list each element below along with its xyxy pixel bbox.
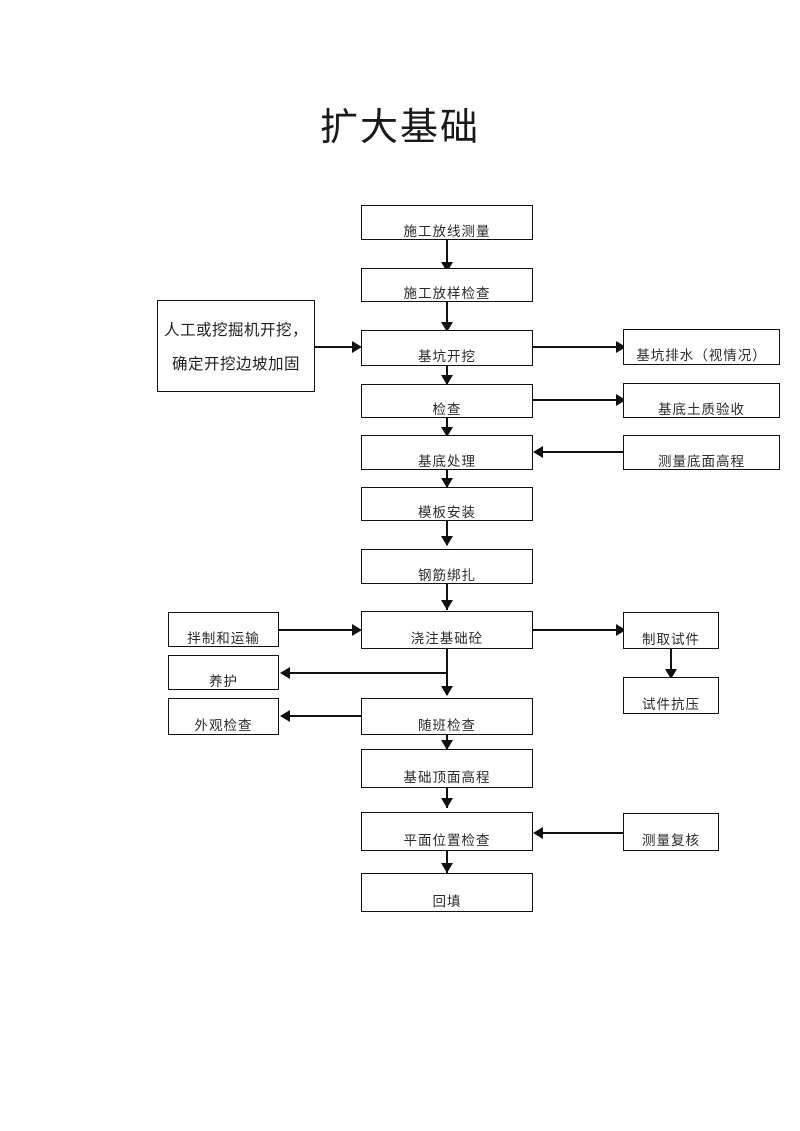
connector-n9-l3 [288,715,362,717]
node-label: 浇注基础砼 [410,631,484,647]
node-label: 平面位置检查 [403,832,491,849]
arrowhead-r3-n5 [533,446,543,458]
arrowhead-n8-l2 [280,667,290,679]
node-jikeng-kaiwa[interactable]: 基坑开挖 [361,330,533,366]
page-title: 扩大基础 [319,105,480,149]
node-label: 基础顶面高程 [403,769,491,786]
node-shigong-fangxian-celiang[interactable]: 施工放线测量 [361,205,533,240]
arrowhead-n9-l3 [280,710,290,722]
node-pingmian-weizhi-jiancha[interactable]: 平面位置检查 [361,812,533,851]
arrowhead-n4-n5 [441,427,453,437]
node-waiguan-jiancha[interactable]: 外观检查 [168,698,279,735]
node-label: 基底土质验收 [658,401,745,418]
node-label: 施工放样检查 [403,286,491,302]
node-label: 基坑排水（视情况） [636,348,767,364]
arrowhead-l1-n8 [352,624,362,636]
node-banzhi-he-yunshu[interactable]: 拌制和运输 [168,612,279,647]
connector-callout-n3 [315,346,360,348]
connector-n3-r1 [533,346,623,348]
node-jidi-tuzhi-yanshou[interactable]: 基底土质验收 [623,383,780,418]
node-label: 检查 [432,402,462,418]
arrowhead-n3-n4 [441,375,453,385]
node-suiban-jiancha[interactable]: 随班检查 [361,698,533,735]
node-label: 外观检查 [194,717,253,734]
arrowhead-n6-n7 [441,536,453,546]
node-celiang-dimian-gaocheng[interactable]: 测量底面高程 [623,435,780,470]
connector-r4-r5 [670,649,672,677]
connector-n8-r4 [533,629,623,631]
node-label: 测量底面高程 [658,453,745,470]
arrowhead-n9-n10 [441,740,453,750]
arrowhead-n10-n11 [441,798,453,808]
connector-n4-r2 [533,399,623,401]
node-label: 基坑开挖 [418,349,476,365]
node-label: 养护 [209,673,238,690]
connector-n8-l2 [288,672,447,674]
connector-r3-n5 [540,451,625,453]
arrowhead-n8-r4 [616,624,626,636]
connector-l1-n8 [279,629,360,631]
arrowhead-n5-n6 [441,478,453,488]
node-label: 制取试件 [642,631,700,648]
arrowhead-n2-n3 [441,322,453,332]
callout-line-1: 人工或挖掘机开挖， [163,321,308,339]
node-celiang-fuhe[interactable]: 测量复核 [623,813,719,851]
node-label: 基底处理 [418,453,476,470]
arrowhead-n7-n8 [441,600,453,610]
arrowhead-n3-r1 [616,341,626,353]
node-shigong-fangyang-jiancha[interactable]: 施工放样检查 [361,268,533,302]
connector-n2-n3 [446,302,448,330]
node-huitian[interactable]: 回填 [361,873,533,912]
node-label: 施工放线测量 [403,223,491,240]
node-yanghu[interactable]: 养护 [168,655,279,690]
callout-excavation-note[interactable]: 人工或挖掘机开挖， 确定开挖边坡加固 [157,300,315,392]
node-label: 随班检查 [418,717,476,734]
node-label: 拌制和运输 [187,630,260,647]
arrowhead-r4-r5 [665,669,677,679]
node-jiancha[interactable]: 检查 [361,384,533,418]
node-gangjin-bangzha[interactable]: 钢筋绑扎 [361,549,533,584]
connector-n6-n7 [446,521,448,545]
connector-r6-n11 [540,832,625,834]
node-muban-anzhuang[interactable]: 模板安装 [361,487,533,521]
connector-n7-n8 [446,584,448,610]
node-label: 模板安装 [418,505,476,521]
node-jiaozhu-jichu-tong[interactable]: 浇注基础砼 [361,611,533,649]
connector-n11-n12 [446,851,448,873]
arrowhead-n8-n9 [441,686,453,696]
arrowhead-n11-n12 [441,863,453,873]
node-shijian-kangya[interactable]: 试件抗压 [623,677,719,714]
arrowhead-n1-n2 [441,262,453,272]
node-zhiqu-shijian[interactable]: 制取试件 [623,612,719,649]
node-jikeng-paishui[interactable]: 基坑排水（视情况） [623,329,780,365]
node-label: 测量复核 [642,833,700,849]
arrowhead-callout-n3 [352,341,362,353]
callout-line-2: 确定开挖边坡加固 [171,355,300,373]
arrowhead-n4-r2 [616,394,626,406]
node-jichu-dingmian-gaocheng[interactable]: 基础顶面高程 [361,749,533,788]
node-jidi-chuli[interactable]: 基底处理 [361,435,533,470]
node-label: 钢筋绑扎 [418,567,476,584]
arrowhead-r6-n11 [533,827,543,839]
node-label: 试件抗压 [642,696,700,713]
connector-n1-n2 [446,240,448,270]
node-label: 回填 [432,893,462,910]
